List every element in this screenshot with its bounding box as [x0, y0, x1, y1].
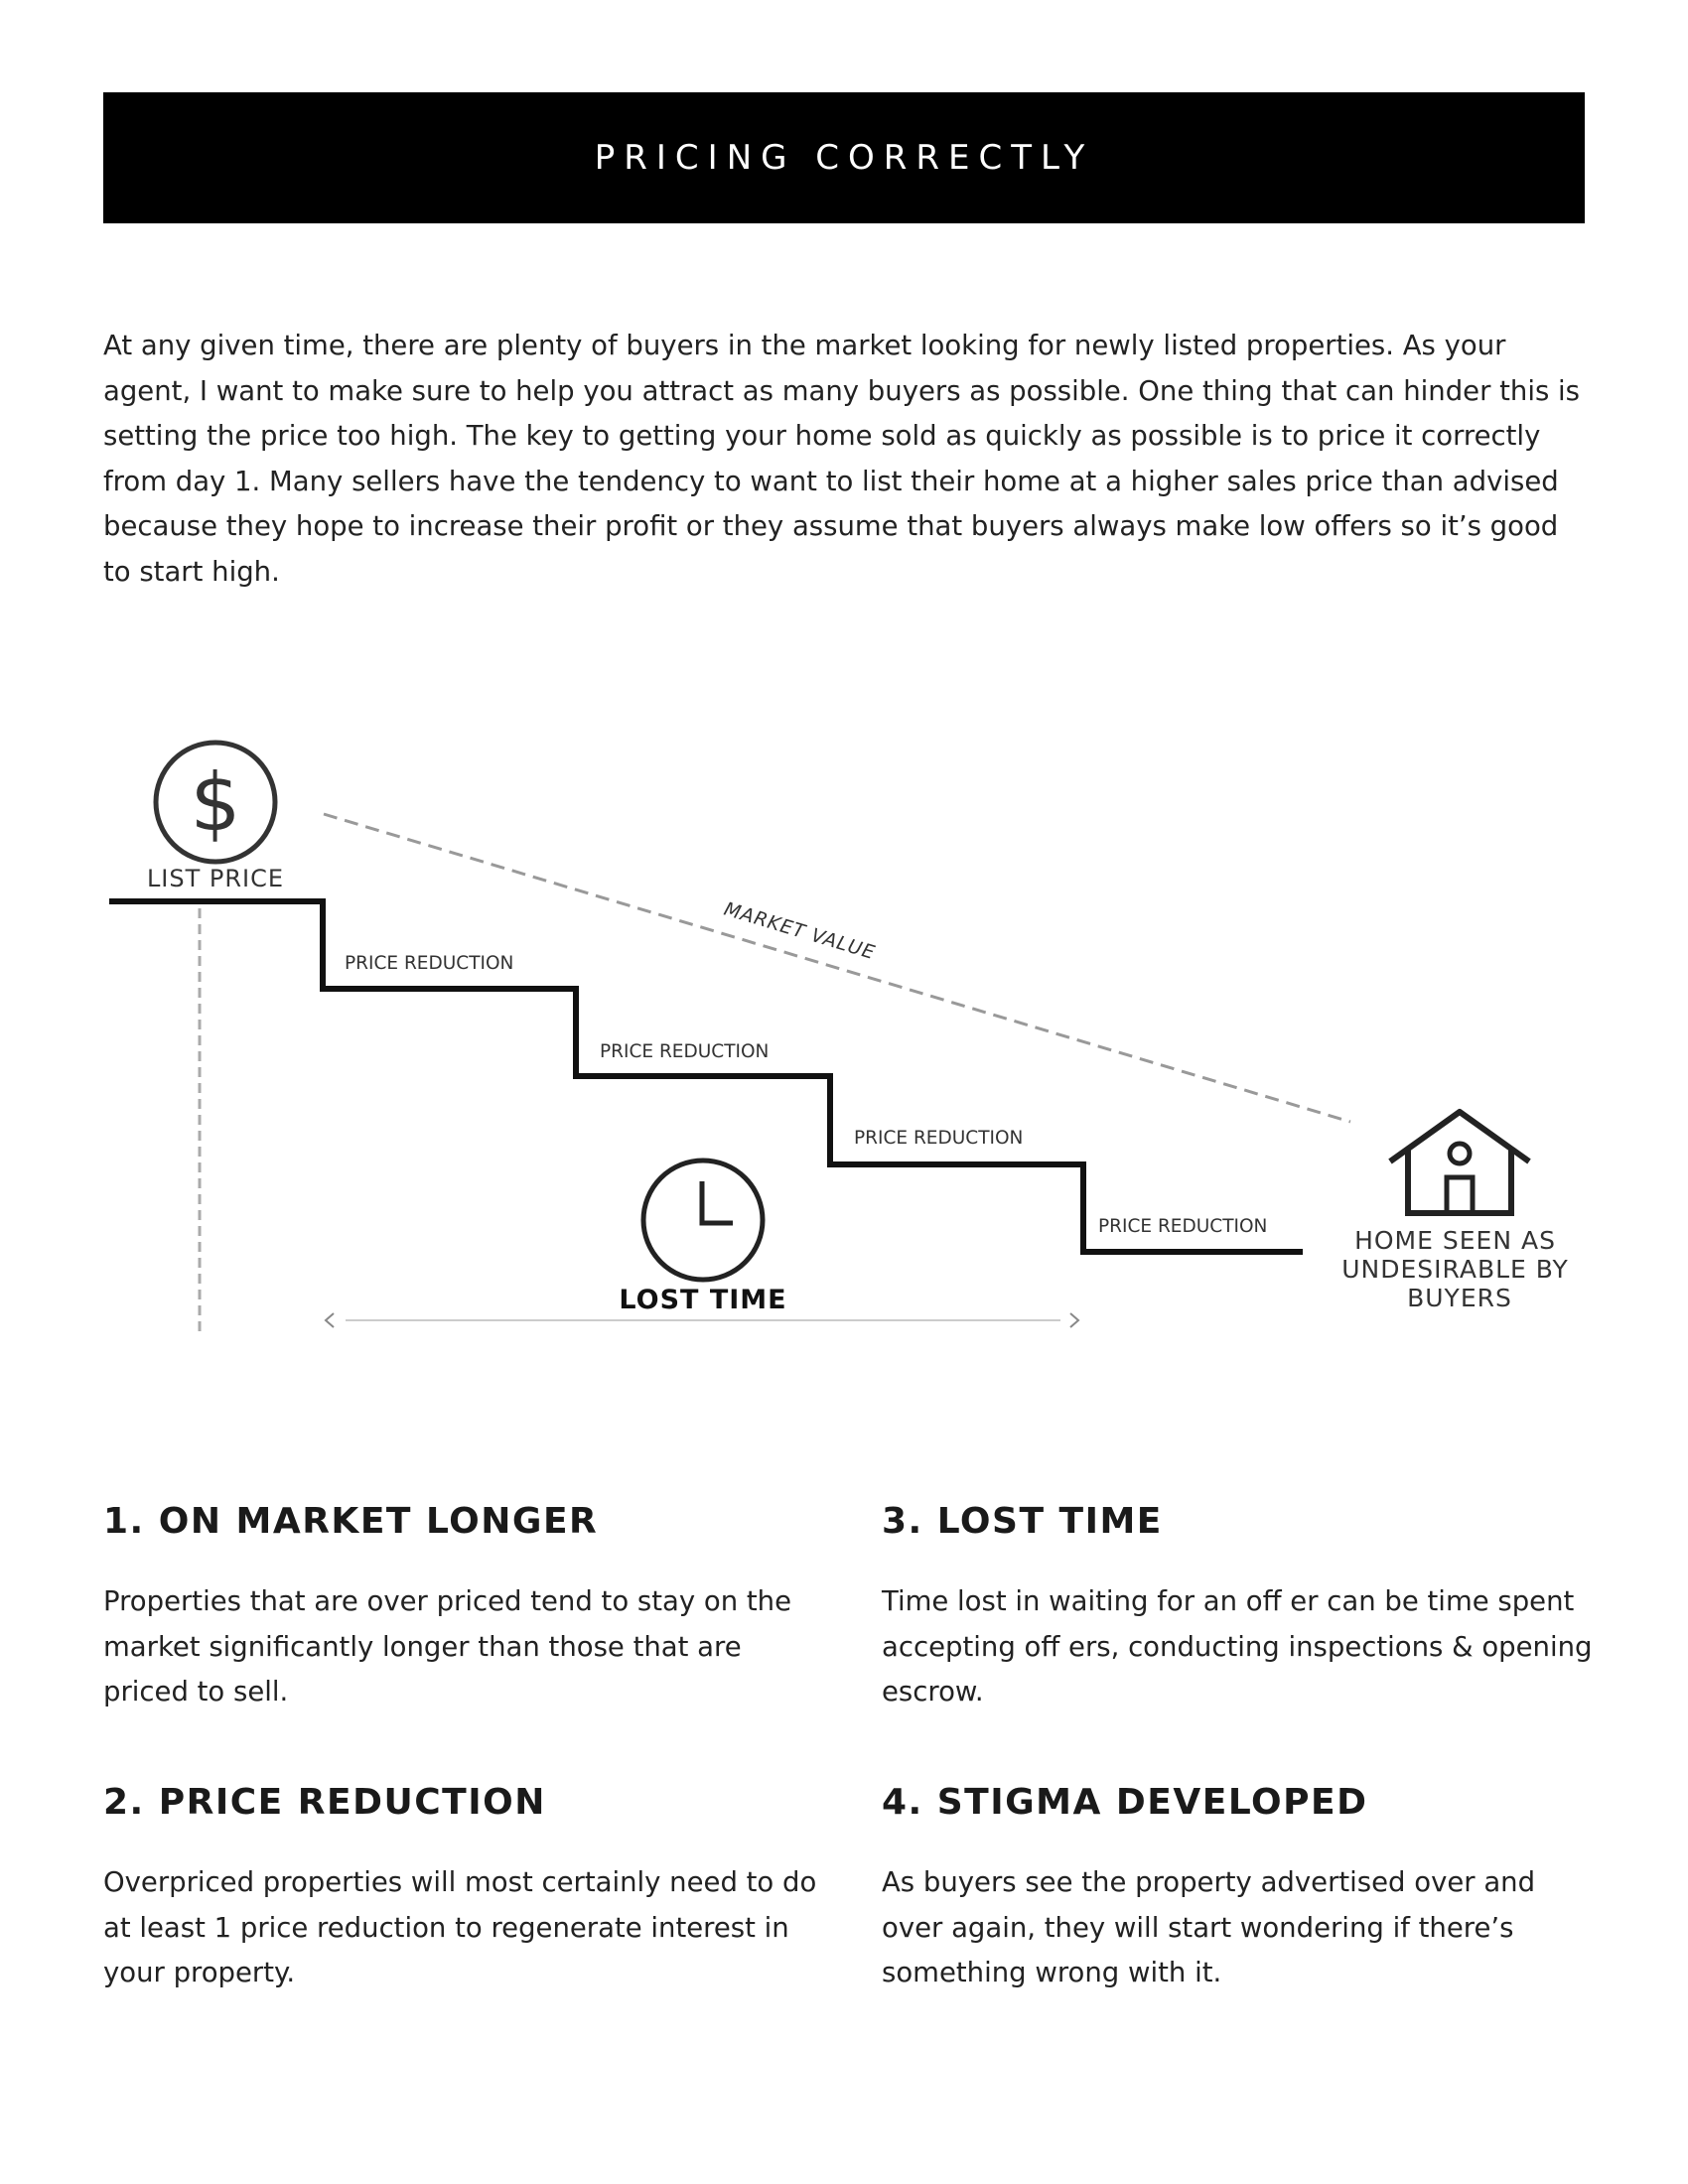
dollar-icon: $ [153, 740, 278, 865]
clock-icon [640, 1158, 766, 1283]
section-title: 1. ON MARKET LONGER [103, 1501, 599, 1542]
lost-time-label: LOST TIME [619, 1285, 786, 1315]
house-icon [1388, 1109, 1531, 1216]
pricing-diagram: $ LIST PRICE MARKET VALUE PRICE REDUCTIO… [109, 740, 1578, 1335]
section-text: As buyers see the property advertised ov… [882, 1866, 1536, 1989]
price-reduction-label-3: PRICE REDUCTION [854, 1128, 1023, 1149]
header-bar: PRICING CORRECTLY [103, 92, 1585, 223]
home-label-line-2: UNDESIRABLE BY [1341, 1255, 1569, 1284]
home-undesirable-label: HOME SEEN AS UNDESIRABLE BY BUYERS [1341, 1226, 1578, 1312]
svg-text:$: $ [191, 756, 241, 849]
home-label-line-3: BUYERS [1407, 1284, 1512, 1312]
home-label-line-1: HOME SEEN AS [1354, 1226, 1556, 1255]
section-lost-time: 3. LOST TIME Time lost in waiting for an… [882, 1501, 1597, 1715]
section-price-reduction: 2. PRICE REDUCTION Overpriced properties… [103, 1782, 818, 1996]
section-title: 3. LOST TIME [882, 1501, 1163, 1542]
section-text: Time lost in waiting for an off er can b… [882, 1585, 1593, 1708]
intro-paragraph: At any given time, there are plenty of b… [103, 330, 1581, 588]
lost-time-arrow [324, 1312, 1080, 1328]
section-text: Properties that are over priced tend to … [103, 1585, 792, 1708]
price-reduction-label-1: PRICE REDUCTION [345, 953, 513, 974]
section-title: 4. STIGMA DEVELOPED [882, 1782, 1368, 1823]
page-title: PRICING CORRECTLY [594, 138, 1094, 178]
list-price-label: LIST PRICE [147, 865, 284, 892]
section-title: 2. PRICE REDUCTION [103, 1782, 546, 1823]
market-value-line [323, 812, 1351, 1124]
price-reduction-label-4: PRICE REDUCTION [1098, 1216, 1267, 1237]
price-staircase-line [109, 898, 1303, 1255]
section-text: Overpriced properties will most certainl… [103, 1866, 817, 1989]
price-reduction-label-2: PRICE REDUCTION [600, 1041, 769, 1062]
section-on-market-longer: 1. ON MARKET LONGER Properties that are … [103, 1501, 818, 1715]
section-stigma-developed: 4. STIGMA DEVELOPED As buyers see the pr… [882, 1782, 1597, 1996]
market-value-label: MARKET VALUE [722, 898, 879, 964]
